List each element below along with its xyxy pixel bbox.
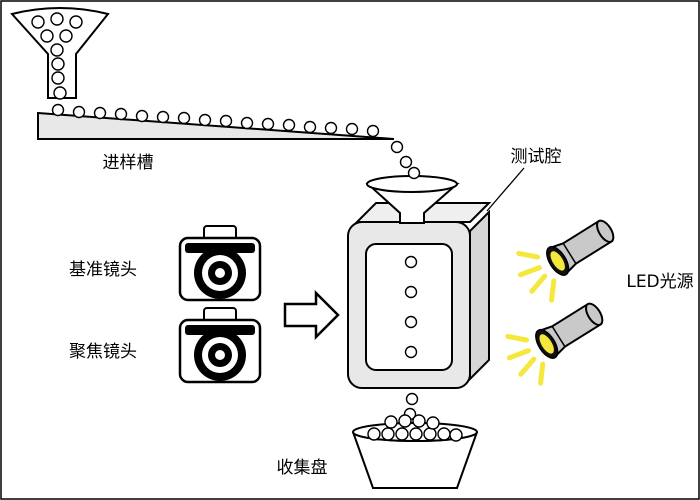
flashlight-butt-cap: [596, 219, 615, 243]
particle: [399, 155, 413, 169]
particle: [51, 103, 65, 117]
particle: [93, 106, 107, 120]
particle: [114, 107, 128, 121]
reference-lens-label: 基准镜头: [69, 260, 137, 280]
particle: [398, 414, 412, 428]
led-ray: [518, 356, 537, 377]
particle: [345, 122, 359, 136]
chamber-window: [365, 243, 453, 371]
particle: [51, 71, 65, 85]
particle: [50, 12, 64, 26]
particle: [366, 124, 380, 138]
particle: [381, 427, 395, 441]
camera-lens-center: [215, 350, 225, 360]
hopper-particles: [31, 12, 83, 100]
feed-chute: 进样槽: [37, 103, 395, 173]
collection-tray-label: 收集盘: [277, 458, 328, 478]
particle: [31, 15, 45, 29]
particle: [324, 121, 338, 135]
led-ray: [549, 278, 557, 303]
led-ray: [516, 250, 541, 260]
led-flashlight-2: [505, 302, 604, 386]
flashlight-lens: [539, 334, 554, 354]
particle: [404, 255, 418, 269]
particle: [240, 116, 254, 130]
particle: [50, 43, 64, 57]
tray-particles: [367, 414, 463, 442]
feed-hopper: [10, 7, 110, 100]
led-flashlight-1: [516, 219, 615, 303]
particle: [390, 140, 404, 154]
flashlight-butt-cap: [585, 302, 604, 326]
particle: [303, 120, 317, 134]
reference-camera: [178, 225, 262, 302]
test-chamber-leader-line: [486, 167, 525, 212]
particle: [426, 416, 440, 430]
particle: [282, 118, 296, 132]
chamber-side-face: [469, 209, 490, 382]
test-chamber-label: 测试腔: [511, 147, 562, 167]
particle: [53, 86, 67, 100]
flashlight-joint-line: [562, 242, 577, 265]
feed-chute-label: 进样槽: [103, 153, 154, 173]
test-chamber: [347, 175, 492, 389]
particle: [404, 285, 418, 299]
flashlight-lens: [550, 251, 565, 271]
particle: [40, 29, 54, 43]
particle: [404, 345, 418, 359]
particle: [69, 15, 83, 29]
led-ray: [506, 348, 531, 361]
camera-lens-center: [215, 268, 225, 278]
particle: [395, 427, 409, 441]
falling-particles-top: [390, 140, 421, 180]
particle: [423, 427, 437, 441]
particle: [405, 392, 419, 406]
particle: [177, 111, 191, 125]
particle: [384, 415, 398, 429]
led-source-label: LED光源: [626, 272, 693, 292]
led-ray: [517, 265, 542, 278]
particle: [409, 427, 423, 441]
led-rays: [516, 250, 557, 303]
led-ray: [529, 273, 548, 294]
led-rays: [505, 333, 546, 386]
particle: [198, 113, 212, 127]
particle: [367, 427, 381, 441]
particle: [135, 109, 149, 123]
particle: [72, 105, 86, 119]
flow-arrow: [283, 289, 340, 341]
led-ray: [505, 333, 530, 343]
led-ray: [538, 361, 546, 386]
particle: [51, 57, 65, 71]
particle: [407, 166, 421, 180]
particle: [261, 117, 275, 131]
particle: [412, 414, 426, 428]
focus-lens-label: 聚焦镜头: [69, 342, 137, 362]
particle: [404, 315, 418, 329]
flashlight-joint-line: [551, 325, 566, 348]
chamber-particles: [404, 255, 418, 359]
particle: [156, 110, 170, 124]
ramp-particles: [51, 103, 380, 138]
feed-chute-ramp: [37, 111, 395, 140]
focus-camera: [178, 307, 262, 384]
particle: [449, 428, 463, 442]
collection-tray: 收集盘: [277, 414, 478, 489]
particle: [59, 29, 73, 43]
particle: [437, 427, 451, 441]
particle: [219, 114, 233, 128]
